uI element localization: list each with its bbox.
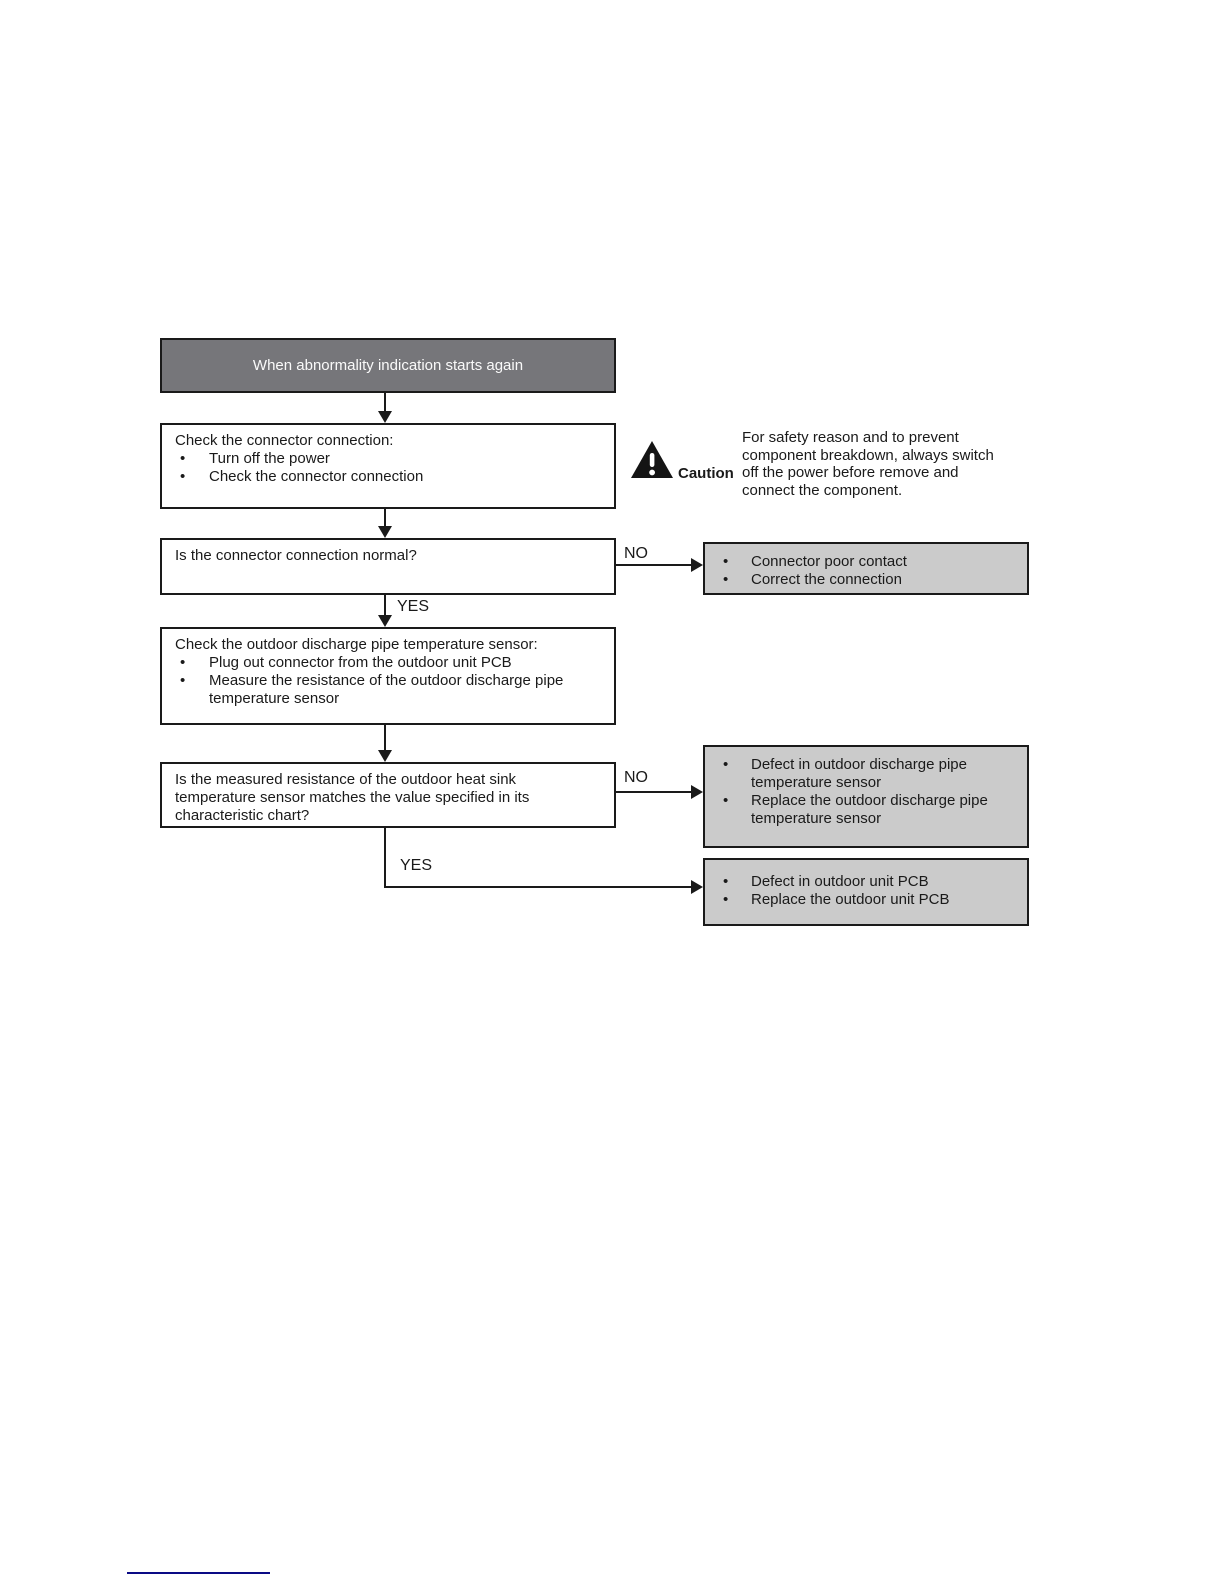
bullet-icon: • bbox=[180, 672, 186, 689]
step2-node: Check the outdoor discharge pipe tempera… bbox=[160, 627, 616, 725]
arrow-q2-result3-vline bbox=[384, 828, 386, 888]
result1-bullet-row: • Connector poor contact bbox=[721, 553, 1017, 571]
arrowhead-down-icon bbox=[378, 411, 392, 423]
arrowhead-down-icon bbox=[378, 526, 392, 538]
arrow-step2-q2-line bbox=[384, 725, 386, 750]
result3-bullet-text: Defect in outdoor unit PCB bbox=[751, 873, 929, 890]
caution-warning-icon bbox=[631, 441, 673, 478]
arrowhead-right-icon bbox=[691, 880, 703, 894]
arrowhead-right-icon bbox=[691, 558, 703, 572]
q1-node: Is the connector connection normal? bbox=[160, 538, 616, 595]
start-node: When abnormality indication starts again bbox=[160, 338, 616, 393]
bullet-icon: • bbox=[723, 571, 729, 588]
step2-title: Check the outdoor discharge pipe tempera… bbox=[175, 636, 538, 653]
step2-bullet-row: • Measure the resistance of the outdoor … bbox=[175, 672, 601, 708]
step1-node: Check the connector connection: • Turn o… bbox=[160, 423, 616, 509]
step2-bullet-text: Plug out connector from the outdoor unit… bbox=[209, 654, 512, 671]
result2-bullet-text: Replace the outdoor discharge pipe tempe… bbox=[751, 792, 988, 827]
arrowhead-down-icon bbox=[378, 615, 392, 627]
no-label: NO bbox=[624, 769, 648, 786]
result2-bullet-row: • Defect in outdoor discharge pipe tempe… bbox=[721, 756, 1017, 792]
arrow-q2-result3-hline bbox=[384, 886, 691, 888]
result1-node: • Connector poor contact • Correct the c… bbox=[703, 542, 1029, 595]
bullet-icon: • bbox=[180, 654, 186, 671]
arrow-start-step1-line bbox=[384, 393, 386, 412]
step1-bullet-text: Check the connector connection bbox=[209, 468, 424, 485]
step1-bullet-row: • Check the connector connection bbox=[175, 468, 601, 486]
bullet-icon: • bbox=[723, 792, 729, 809]
footer-rule bbox=[127, 1572, 270, 1574]
arrowhead-down-icon bbox=[378, 750, 392, 762]
step1-bullet-row: • Turn off the power bbox=[175, 450, 601, 468]
q1-text: Is the connector connection normal? bbox=[175, 547, 417, 564]
step2-bullet-text: Measure the resistance of the outdoor di… bbox=[209, 672, 564, 707]
arrowhead-right-icon bbox=[691, 785, 703, 799]
bullet-icon: • bbox=[180, 468, 186, 485]
result2-node: • Defect in outdoor discharge pipe tempe… bbox=[703, 745, 1029, 848]
result2-bullet-row: • Replace the outdoor discharge pipe tem… bbox=[721, 792, 1017, 828]
result3-bullet-row: • Replace the outdoor unit PCB bbox=[721, 891, 1017, 909]
step2-bullet-row: • Plug out connector from the outdoor un… bbox=[175, 654, 601, 672]
bullet-icon: • bbox=[723, 873, 729, 890]
result2-bullet-text: Defect in outdoor discharge pipe tempera… bbox=[751, 756, 967, 791]
arrow-q1-step2-line bbox=[384, 595, 386, 615]
step1-title: Check the connector connection: bbox=[175, 432, 394, 449]
step1-bullet-text: Turn off the power bbox=[209, 450, 330, 467]
arrow-step1-q1-line bbox=[384, 509, 386, 526]
arrow-q2-result2-line bbox=[616, 791, 692, 793]
bullet-icon: • bbox=[723, 553, 729, 570]
caution-label: Caution bbox=[678, 465, 734, 482]
q2-text: Is the measured resistance of the outdoo… bbox=[175, 771, 530, 824]
caution-block bbox=[630, 440, 674, 485]
result1-bullet-text: Correct the connection bbox=[751, 571, 902, 588]
result1-bullet-row: • Correct the connection bbox=[721, 571, 1017, 589]
start-label: When abnormality indication starts again bbox=[252, 356, 524, 374]
bullet-icon: • bbox=[723, 756, 729, 773]
result3-bullet-row: • Defect in outdoor unit PCB bbox=[721, 873, 1017, 891]
result3-bullet-text: Replace the outdoor unit PCB bbox=[751, 891, 950, 908]
result1-bullet-text: Connector poor contact bbox=[751, 553, 907, 570]
arrow-q1-result1-line bbox=[616, 564, 692, 566]
no-label: NO bbox=[624, 545, 648, 562]
yes-label: YES bbox=[397, 598, 430, 615]
bullet-icon: • bbox=[180, 450, 186, 467]
bullet-icon: • bbox=[723, 891, 729, 908]
q2-node: Is the measured resistance of the outdoo… bbox=[160, 762, 616, 828]
yes-label: YES bbox=[400, 857, 433, 874]
result3-node: • Defect in outdoor unit PCB • Replace t… bbox=[703, 858, 1029, 926]
caution-text: For safety reason and to prevent compone… bbox=[742, 429, 994, 499]
